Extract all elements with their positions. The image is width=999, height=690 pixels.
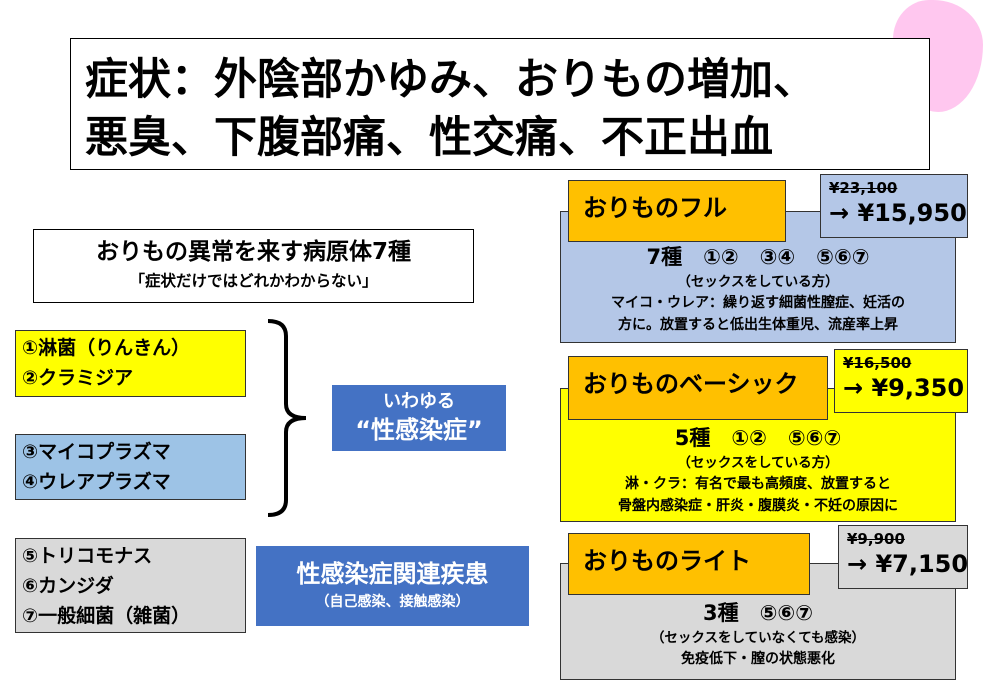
right-brace-icon (267, 319, 307, 517)
symptoms-title-box: 症状：外陰部かゆみ、おりもの増加、 悪臭、下腹部痛、性交痛、不正出血 (70, 38, 930, 170)
pathogen-item: ①淋菌（りんきん） (22, 337, 191, 359)
plan-full-old-price: ¥23,100 (829, 179, 898, 197)
pathogen-item: ②クラミジア (22, 367, 134, 389)
pathogen-item: ⑤トリコモナス (22, 545, 153, 567)
plan-lite-desc-1: 免疫低下・膣の状態悪化 (681, 651, 835, 667)
plan-full-price: ¥23,100 → ¥15,950 (820, 174, 968, 238)
plan-basic-new-price: → ¥9,350 (843, 374, 965, 402)
pathogen-group-3: ⑤トリコモナス ⑥カンジダ ⑦一般細菌（雑菌） (15, 538, 246, 633)
plan-full-desc-1: マイコ・ウレア：繰り返す細菌性膣症、妊活の (611, 295, 905, 311)
pathogen-item: ⑥カンジダ (22, 575, 114, 597)
symptoms-line-2: 悪臭、下腹部痛、性交痛、不正出血 (85, 113, 773, 163)
plan-lite-new-price: → ¥7,150 (847, 550, 969, 578)
plan-basic-name[interactable]: おりものベーシック (568, 356, 828, 420)
causes-subtitle: 「症状だけではどれかわからない」 (129, 272, 378, 290)
pathogen-item: ⑦一般細菌（雑菌） (22, 605, 191, 627)
plan-full-desc-2: 方に。放置すると低出生体重児、流産率上昇 (618, 317, 898, 333)
plan-lite-kinds: 3種 ⑤⑥⑦ (703, 601, 813, 625)
pathogen-group-1: ①淋菌（りんきん） ②クラミジア (15, 330, 246, 397)
plan-full-name[interactable]: おりものフル (568, 180, 786, 242)
plan-basic-desc-2: 骨盤内感染症・肝炎・腹膜炎・不妊の原因に (618, 498, 898, 514)
plan-full-note: （セックスをしている方） (677, 274, 839, 290)
related-disease-line-2: （自己感染、接触感染） (315, 594, 470, 610)
std-label-line-1: いわゆる (383, 391, 455, 412)
plan-basic-price: ¥16,500 → ¥9,350 (834, 349, 968, 413)
plan-basic-note: （セックスをしている方） (677, 455, 839, 471)
plan-lite-name[interactable]: おりものライト (568, 533, 810, 595)
std-label-box: いわゆる “性感染症” (332, 385, 506, 451)
pathogen-item: ④ウレアプラズマ (22, 471, 171, 493)
causes-box: おりもの異常を来す病原体7種 「症状だけではどれかわからない」 (33, 229, 474, 303)
symptoms-line-1: 症状：外陰部かゆみ、おりもの増加、 (85, 55, 816, 105)
pathogen-group-2: ③マイコプラズマ ④ウレアプラズマ (15, 434, 246, 500)
std-label-line-2: “性感染症” (355, 416, 483, 444)
pathogen-item: ③マイコプラズマ (22, 441, 171, 463)
plan-lite-price: ¥9,900 → ¥7,150 (838, 525, 968, 589)
related-disease-box: 性感染症関連疾患 （自己感染、接触感染） (256, 546, 529, 626)
plan-basic-kinds: 5種 ①② ⑤⑥⑦ (674, 426, 842, 450)
plan-basic-old-price: ¥16,500 (843, 354, 912, 372)
plan-full-new-price: → ¥15,950 (829, 199, 967, 227)
related-disease-line-1: 性感染症関連疾患 (296, 560, 489, 588)
plan-lite-note: （セックスをしていなくても感染） (650, 630, 866, 646)
plan-lite-old-price: ¥9,900 (847, 530, 905, 548)
causes-title: おりもの異常を来す病原体7種 (95, 239, 411, 265)
plan-full-kinds: 7種 ①② ③④ ⑤⑥⑦ (646, 245, 870, 269)
plan-basic-desc-1: 淋・クラ：有名で最も高頻度、放置すると (625, 476, 891, 492)
